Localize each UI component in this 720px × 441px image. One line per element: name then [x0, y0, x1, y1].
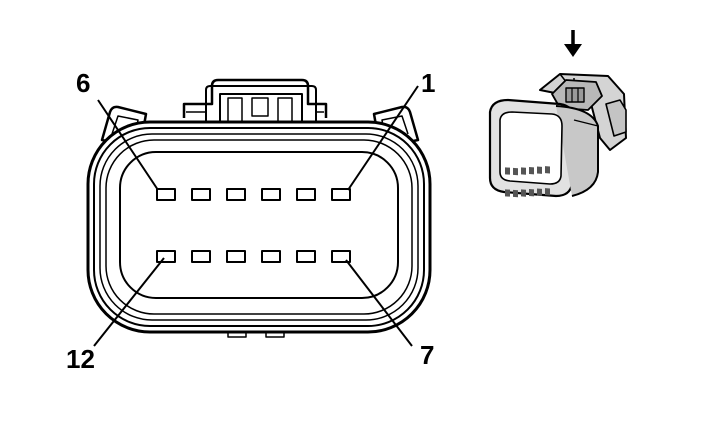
cavity-pin-12: [156, 250, 176, 263]
cavity-row-top: [156, 188, 351, 201]
cavity-pin-4: [226, 188, 246, 201]
perspective-cavities: [505, 166, 550, 198]
cavity-pin-11: [191, 250, 211, 263]
cavity-pin-2: [296, 188, 316, 201]
cavity-pin-6: [156, 188, 176, 201]
pin-label-7: 7: [420, 340, 434, 370]
cavity-pin-3: [261, 188, 281, 201]
cavity-pin-8: [296, 250, 316, 263]
arrow-down-icon: [564, 30, 582, 57]
cavity-pin-9: [261, 250, 281, 263]
cavity-pin-7: [331, 250, 351, 263]
leader-line-1: [347, 85, 419, 191]
cavity-pin-5: [191, 188, 211, 201]
bottom-tabs: [227, 332, 285, 338]
connector-face-view: [86, 78, 432, 347]
pin-label-1: 1: [421, 68, 435, 98]
latch-housing: [182, 78, 328, 125]
leader-line-12: [93, 257, 165, 347]
connector-perspective-view: [488, 30, 627, 198]
pin-label-12: 12: [66, 344, 95, 374]
leader-lines: [93, 85, 419, 347]
pin-label-6: 6: [76, 68, 90, 98]
inner-cavity-wall: [119, 151, 399, 299]
outer-shell: [86, 120, 432, 334]
cavity-pin-1: [331, 188, 351, 201]
leader-line-7: [345, 259, 413, 347]
cavity-row-bottom: [156, 250, 351, 263]
leader-line-6: [97, 99, 159, 191]
cavity-pin-10: [226, 250, 246, 263]
